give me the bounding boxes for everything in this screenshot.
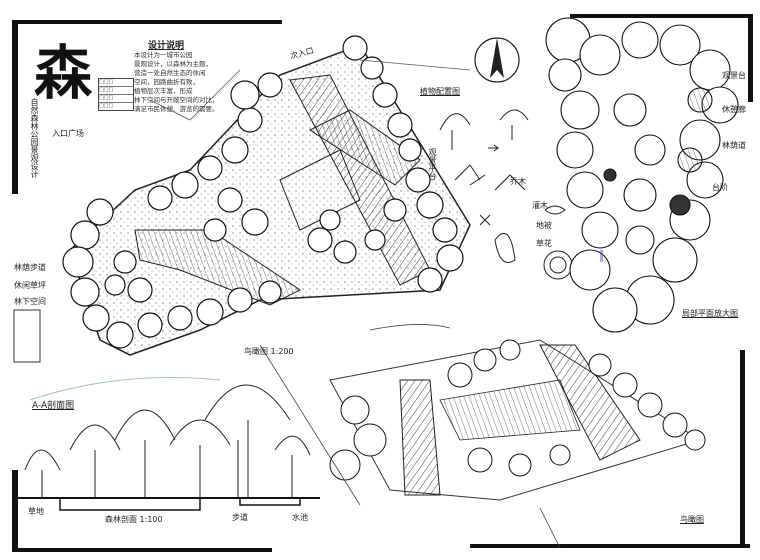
- detail-item: 草花: [536, 239, 552, 248]
- design-notes-heading: 设计说明: [148, 41, 185, 51]
- local-plan: [545, 17, 739, 333]
- design-notes-line: 植物层次丰富，形成: [134, 87, 193, 95]
- design-notes-line: 空间，园路曲折有致，: [134, 78, 199, 86]
- detail-item: 地被: [536, 221, 552, 230]
- frame-bottom-left: [12, 470, 18, 550]
- section-heading: A-A剖面图: [32, 401, 75, 411]
- plan-label-left-2: 休闲草坪: [14, 281, 46, 290]
- detail-item: 乔木: [510, 177, 526, 186]
- frame-top-left: [12, 22, 18, 194]
- design-notes-line: 满足市民休憩、游览的需要。: [134, 105, 219, 113]
- frame-top-bar: [12, 20, 282, 24]
- legend-row: □□□: [99, 95, 133, 103]
- detail-sketches: [439, 109, 573, 280]
- plan-label-parking: 入口广场: [52, 129, 84, 138]
- section-drawing: [18, 377, 320, 511]
- local-plan-label: 台阶: [712, 183, 728, 192]
- design-notes-line: 景观设计，以森林为主题，: [134, 60, 212, 68]
- left-vertical-text: 自然森林公园景观设计: [30, 98, 39, 178]
- local-plan-caption: 局部平面放大图: [682, 309, 738, 318]
- title-character: 森: [34, 39, 92, 107]
- section-scale: 鸟瞰图 1:200: [244, 347, 294, 356]
- frame-right-side: [748, 14, 753, 102]
- north-arrow-icon: [474, 37, 520, 83]
- local-plan-label: 休憩廊: [722, 105, 746, 114]
- plan-label-left-1: 林荫步道: [14, 263, 46, 272]
- site-plan: [13, 35, 471, 363]
- design-notes-line: 营造一处自然生态的休闲: [134, 69, 206, 77]
- plan-label-right-vertical: 观景平台: [428, 148, 437, 180]
- design-notes-line: 林下空间与开敞空间的对比，: [134, 96, 219, 104]
- legend-row: □□□: [99, 79, 133, 87]
- perspective-drawing: [259, 324, 706, 549]
- plan-label-left-3: 林下空间: [14, 297, 46, 306]
- section-mark: 步道: [232, 513, 248, 522]
- frame-bottom-right: [470, 544, 750, 548]
- legend-row: □□□: [99, 87, 133, 95]
- frame-right-top: [570, 14, 753, 18]
- section-bottom-caption: 森林剖面 1:100: [105, 515, 163, 524]
- detail-item: 灌木: [532, 201, 548, 210]
- design-notes: 设计说明 本设计为一城市公园 景观设计，以森林为主题， 营造一处自然生态的休闲 …: [134, 38, 284, 114]
- local-plan-label: 观景台: [722, 71, 746, 80]
- legend-table: □□□ □□□ □□□ □□□: [98, 78, 134, 111]
- frame-right-bottom: [740, 350, 745, 546]
- legend-row: □□□: [99, 103, 114, 109]
- design-notes-line: 本设计为一城市公园: [134, 51, 193, 59]
- frame-bottom-bar: [12, 548, 272, 552]
- detail-heading: 植物配置图: [420, 87, 460, 96]
- perspective-caption: 鸟瞰图: [680, 515, 704, 524]
- local-plan-label: 林荫道: [722, 141, 746, 150]
- section-mark: 草地: [28, 507, 44, 516]
- section-mark: 水池: [292, 513, 308, 522]
